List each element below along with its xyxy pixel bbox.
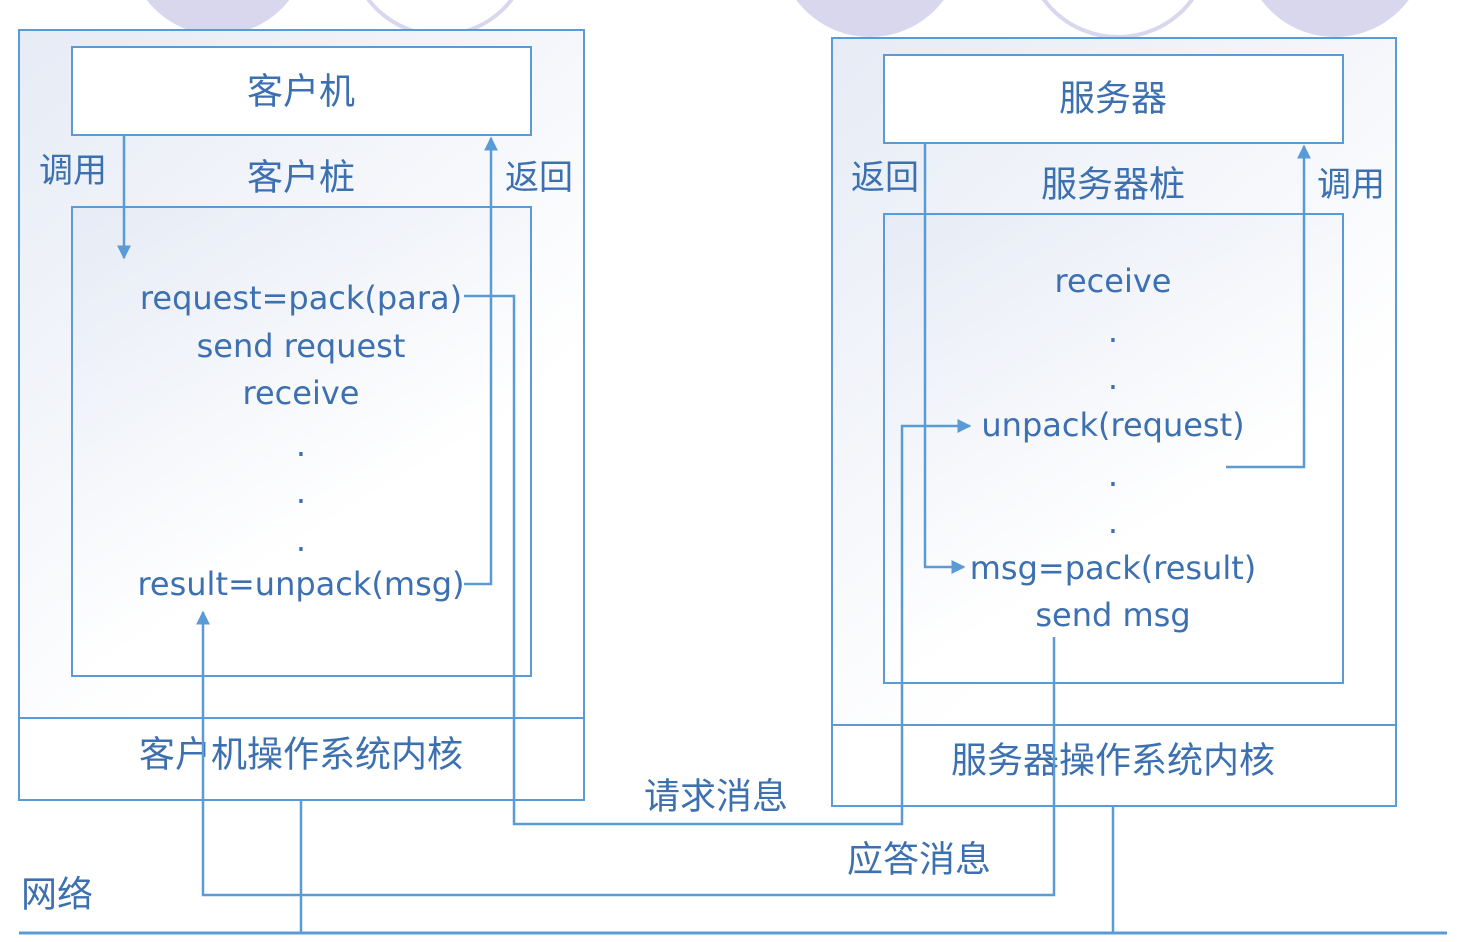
- server-code: receive . . unpack(request) . . msg=pack…: [970, 262, 1257, 634]
- connectors: [19, 135, 1447, 935]
- client-code-line: request=pack(para): [140, 279, 462, 317]
- server-call-label: 调用: [1317, 165, 1385, 205]
- client-code: request=pack(para) send request receive …: [137, 279, 464, 603]
- server-code-line: .: [1108, 503, 1118, 541]
- request-message-path: [464, 294, 972, 826]
- request-message-label: 请求消息: [644, 777, 788, 818]
- decor-circle: [1041, 0, 1195, 39]
- decor-circle: [1261, 0, 1409, 37]
- server-return-arrow: [923, 143, 966, 574]
- client-stub-label: 客户桩: [247, 158, 355, 199]
- server-return-label: 返回: [851, 158, 919, 198]
- server-app-box: [883, 54, 1344, 144]
- client-code-line: .: [296, 473, 306, 511]
- decor-circle: [146, 0, 290, 35]
- client-app-box: [71, 46, 532, 136]
- server-kernel-box: [833, 726, 1395, 805]
- client-kernel-label: 客户机操作系统内核: [139, 735, 463, 776]
- server-call-arrow: [1226, 144, 1311, 469]
- client-code-line: .: [296, 426, 306, 464]
- server-code-line: .: [1108, 456, 1118, 494]
- response-message-label: 应答消息: [847, 840, 991, 881]
- decorative-circles: [146, 0, 1409, 39]
- client-return-arrow: [464, 136, 498, 586]
- server-group: 服务器 服务器桩 返回 调用 receive . . unpack(reques…: [831, 37, 1397, 807]
- client-title: 客户机: [247, 72, 355, 113]
- response-message-path: [196, 610, 1056, 897]
- client-code-line: .: [296, 521, 306, 559]
- client-call-label: 调用: [39, 151, 107, 191]
- client-group: 客户机 客户桩 调用 返回 request=pack(para) send re…: [18, 29, 585, 801]
- server-code-line: .: [1108, 312, 1118, 350]
- server-pack-line: msg=pack(result): [970, 549, 1257, 587]
- client-code-line: send request: [197, 327, 406, 365]
- server-code-line: receive: [1055, 262, 1172, 300]
- client-return-label: 返回: [505, 158, 573, 198]
- client-result-line: result=unpack(msg): [137, 565, 464, 603]
- server-send-line: send msg: [1035, 596, 1190, 634]
- client-kernel-box: [20, 719, 583, 799]
- network-label: 网络: [21, 875, 93, 916]
- server-stub-box: [883, 213, 1344, 684]
- server-kernel-label: 服务器操作系统内核: [951, 741, 1275, 782]
- server-stub-label: 服务器桩: [1041, 165, 1185, 206]
- server-unpack-line: unpack(request): [981, 406, 1244, 444]
- client-code-line: receive: [243, 374, 360, 412]
- server-title: 服务器: [1059, 79, 1167, 120]
- decor-circle: [796, 0, 944, 37]
- server-code-line: .: [1108, 359, 1118, 397]
- client-stub-box: [71, 206, 532, 677]
